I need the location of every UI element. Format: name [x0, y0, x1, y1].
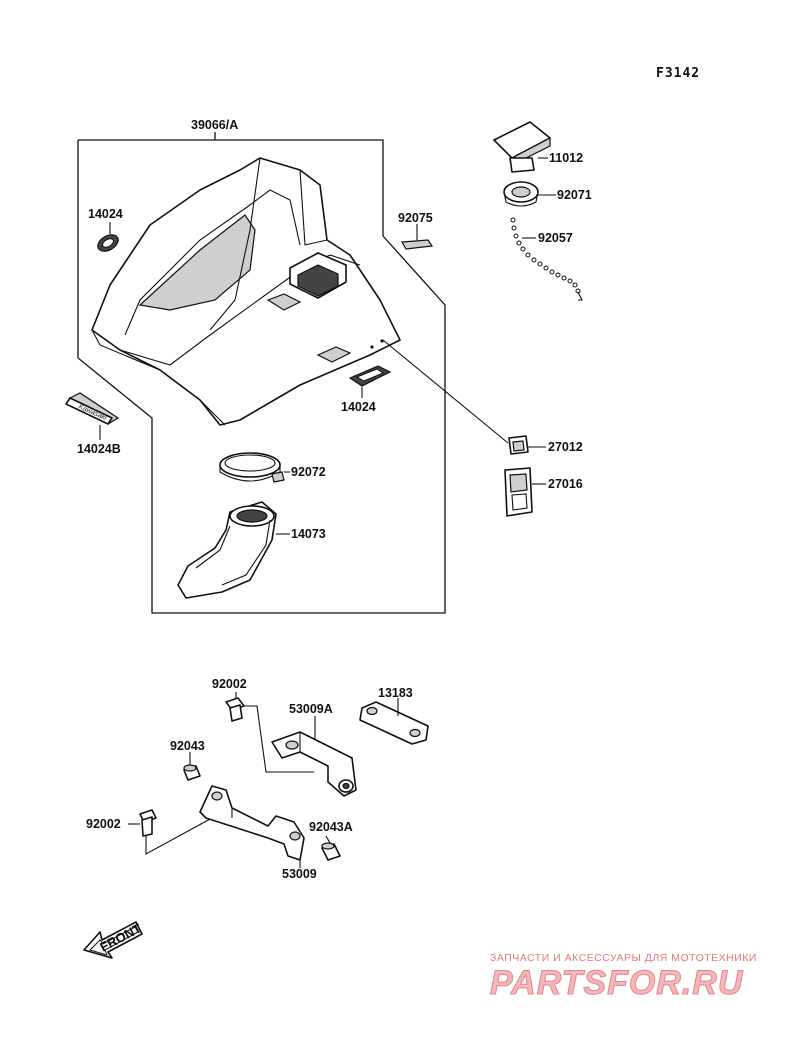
label-53009A: 53009A: [289, 702, 333, 716]
label-92043: 92043: [170, 739, 205, 753]
label-92075: 92075: [398, 211, 433, 225]
label-92072: 92072: [291, 465, 326, 479]
clip-92075: [401, 224, 434, 250]
label-13183: 13183: [378, 686, 413, 700]
label-14024B: 14024B: [77, 442, 121, 456]
leader-27012: [382, 339, 509, 444]
label-92071: 92071: [557, 188, 592, 202]
grommet-14024-right: [348, 365, 392, 398]
figure-code: F3142: [656, 66, 700, 81]
latch-27012: [508, 435, 546, 455]
cap-11012: [493, 121, 551, 173]
bracket-53009: [199, 785, 305, 868]
duct-14073: [177, 501, 290, 599]
collar-92043: [183, 752, 201, 781]
label-27016: 27016: [548, 477, 583, 491]
label-39066A: 39066/A: [191, 118, 238, 132]
label-14073: 14073: [291, 527, 326, 541]
watermark-logo: PARTSFOR.RU: [490, 964, 744, 1002]
label-92043A: 92043A: [309, 820, 353, 834]
label-27012: 27012: [548, 440, 583, 454]
label-14024-right: 14024: [341, 400, 376, 414]
bracket-53009A: [271, 716, 357, 797]
front-arrow-icon: FRONT: [83, 920, 144, 959]
bolt-92002-bottom: [128, 809, 213, 855]
label-92057: 92057: [538, 231, 573, 245]
latch-27016: [504, 467, 546, 517]
plate-13183: [359, 698, 429, 745]
cover-part-39066A: [91, 157, 401, 426]
chain-92057: [510, 217, 583, 301]
emblem-14024B: Kawasaki: [65, 392, 120, 440]
clamp-92072: [219, 452, 290, 483]
bolt-92002-top: [225, 692, 314, 773]
label-92002-top: 92002: [212, 677, 247, 691]
label-14024-left: 14024: [88, 207, 123, 221]
collar-92043A: [321, 835, 341, 861]
label-92002-bottom: 92002: [86, 817, 121, 831]
grommet-14024-left: [97, 222, 119, 252]
ring-92071: [503, 181, 556, 207]
label-11012: 11012: [549, 151, 583, 165]
assembly-frame: [77, 132, 446, 614]
label-53009: 53009: [282, 867, 317, 881]
watermark-tagline: ЗАПЧАСТИ И АКСЕССУАРЫ ДЛЯ МОТОТЕХНИКИ: [490, 952, 757, 964]
